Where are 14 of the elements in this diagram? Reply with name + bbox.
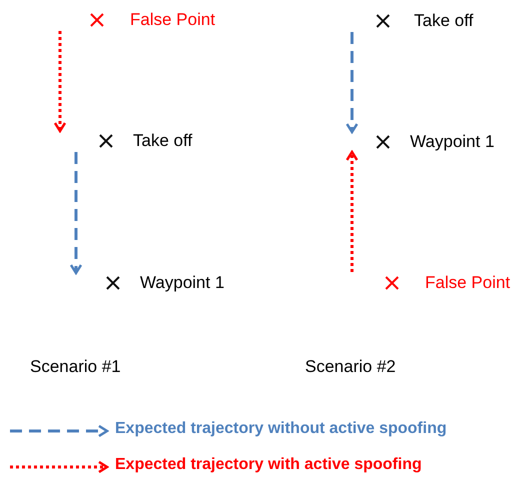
legend-label: Expected trajectory with active spoofing: [115, 456, 422, 474]
trajectory-arrow: [54, 31, 66, 132]
point-label: Waypoint 1: [410, 132, 494, 152]
trajectory-arrow: [346, 32, 358, 134]
point-label: Take off: [133, 131, 192, 151]
legend-label: Expected trajectory without active spoofing: [115, 420, 447, 438]
point-label: False Point: [425, 273, 510, 293]
point-label: False Point: [130, 10, 216, 30]
scenario-caption: Scenario #1: [30, 357, 121, 377]
trajectory-arrow: [70, 152, 82, 274]
point-label: Take off: [414, 11, 474, 31]
point-label: Waypoint 1: [140, 273, 224, 293]
scenario-caption: Scenario #2: [305, 357, 396, 377]
trajectory-arrow: [346, 150, 358, 272]
